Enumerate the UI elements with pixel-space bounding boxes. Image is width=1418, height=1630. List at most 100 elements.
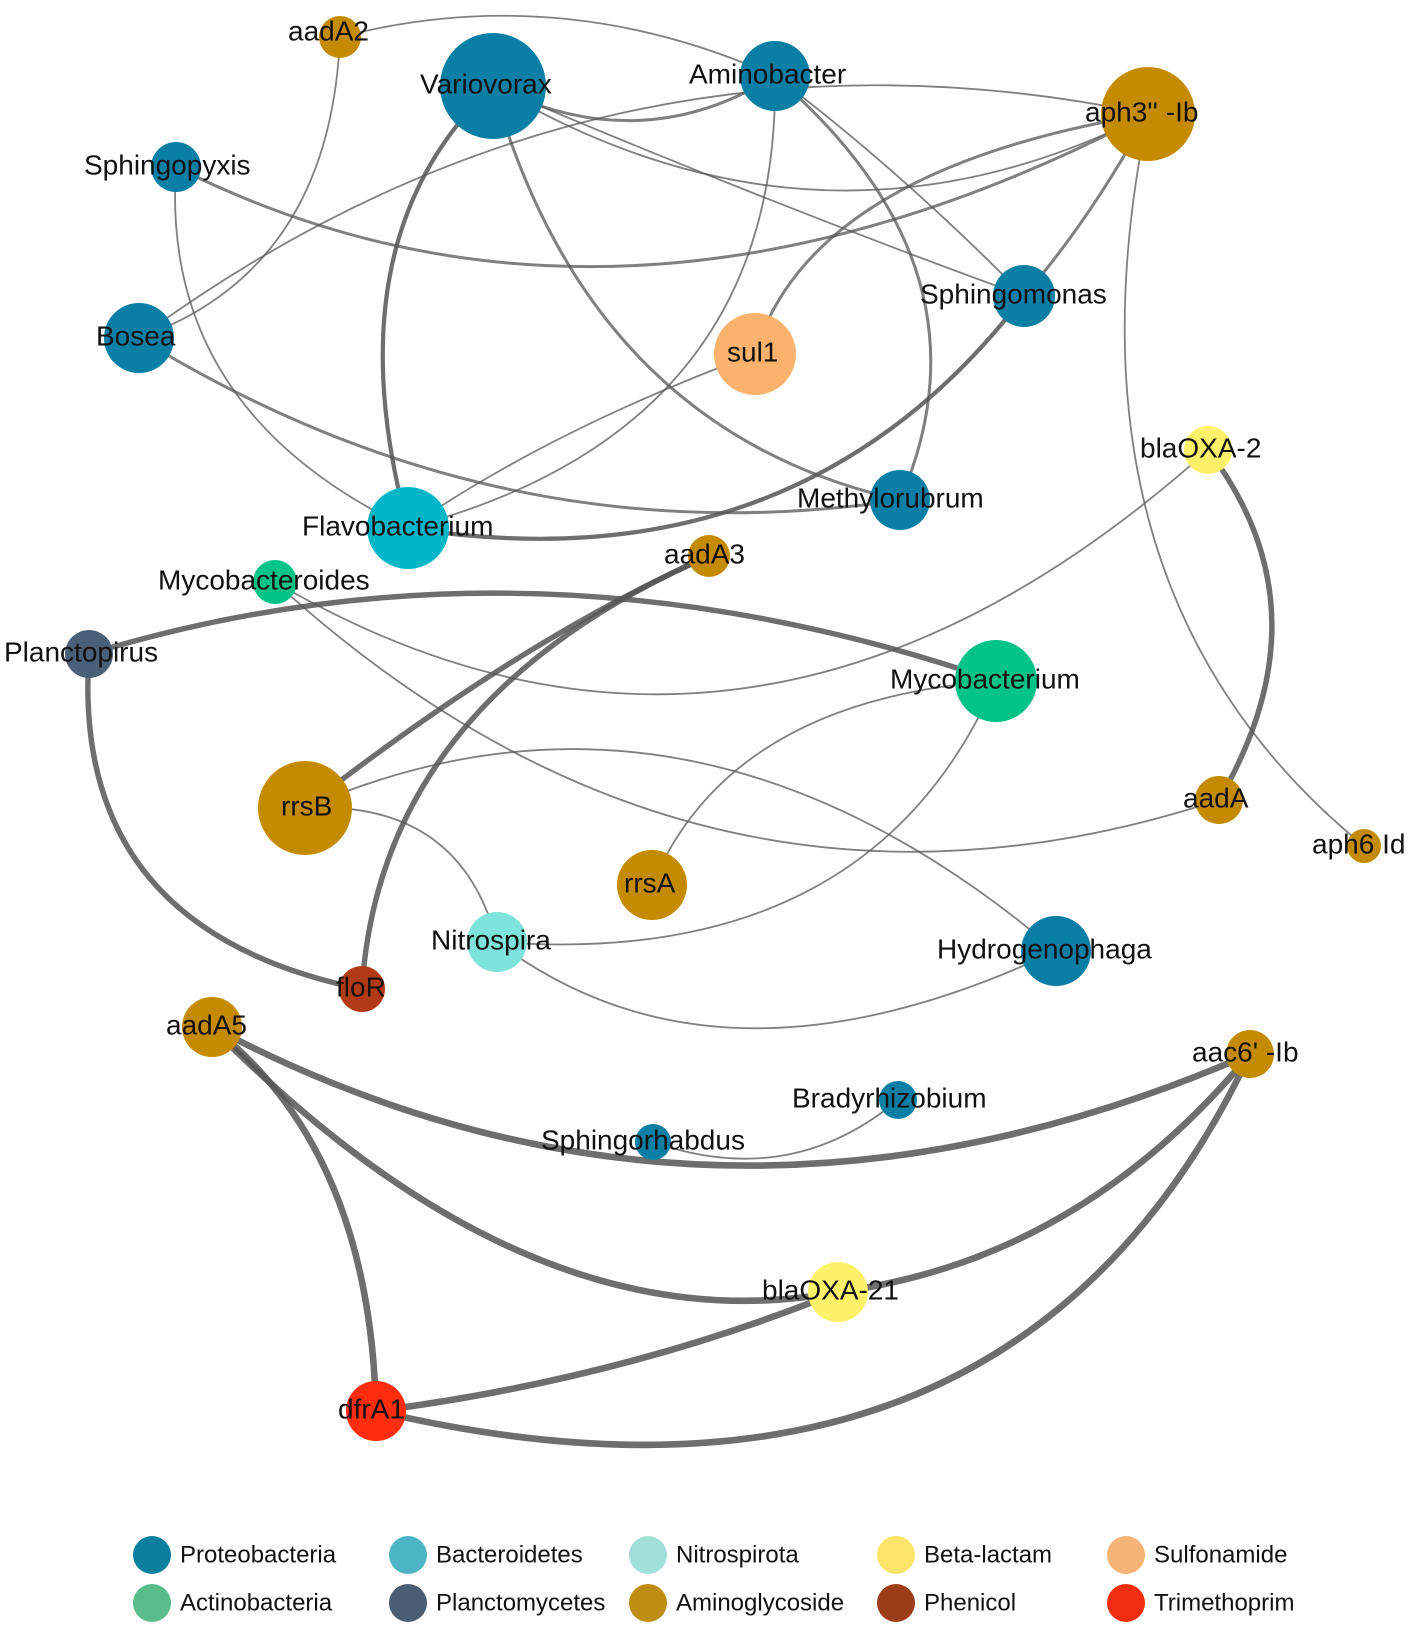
edge-Planctopirus-floR — [85, 651, 365, 992]
edge-Mycobacterium-rrsA — [651, 680, 997, 886]
edge-Variovorax-aph3 — [492, 85, 1149, 192]
node-label-Nitrospira: Nitrospira — [431, 924, 551, 955]
legend-label-proteobacteria: Proteobacteria — [180, 1541, 337, 1568]
node-label-dfrA1: dfrA1 — [338, 1393, 405, 1424]
edge-Bosea-Methylorubrum — [137, 336, 902, 515]
edge-Variovorax-Flavobacterium — [380, 83, 496, 531]
node-label-Mycobacterium: Mycobacterium — [890, 663, 1080, 694]
edge-Planctopirus-Mycobacterium — [86, 590, 999, 684]
legend-swatch-planctomycetes — [389, 1584, 427, 1622]
legend-item-phenicol: Phenicol — [877, 1584, 1016, 1622]
legend-swatch-phenicol — [877, 1584, 915, 1622]
edge-Variovorax-Sphingomonas — [492, 85, 1025, 297]
node-Sphingopyxis — [151, 142, 201, 192]
edge-Mycobacteroides-aadA — [274, 581, 1220, 853]
legend-item-trimethoprim: Trimethoprim — [1107, 1584, 1294, 1622]
edge-Aminobacter-Flavobacterium — [407, 75, 776, 529]
legend-swatch-sulfonamide — [1107, 1536, 1145, 1574]
node-label-rrsB: rrsB — [281, 790, 332, 821]
edge-sul1-aph3 — [753, 112, 1150, 356]
node-label-blaOXA2: blaOXA-2 — [1140, 432, 1261, 463]
node-aadA3 — [688, 535, 730, 577]
node-Variovorax — [440, 33, 546, 139]
edge-Sphingopyxis-Flavobacterium — [174, 166, 409, 529]
legend-label-sulfonamide: Sulfonamide — [1154, 1541, 1287, 1568]
legend-item-proteobacteria: Proteobacteria — [133, 1536, 337, 1574]
node-blaOXA21 — [808, 1262, 868, 1322]
node-dfrA1 — [346, 1381, 406, 1441]
legend-label-nitrospirota: Nitrospirota — [676, 1541, 799, 1568]
legend-label-trimethoprim: Trimethoprim — [1154, 1589, 1294, 1616]
edge-Variovorax-Methylorubrum — [491, 84, 902, 502]
node-label-Bosea: Bosea — [96, 320, 176, 351]
edge-aac6-dfrA1 — [372, 1050, 1254, 1449]
legend-label-actinobacteria: Actinobacteria — [180, 1589, 333, 1616]
edge-aadA5-aac6 — [208, 1023, 1254, 1169]
node-label-Sphingopyxis: Sphingopyxis — [84, 149, 251, 180]
legend: Proteobacteria Bacteroidetes Nitrospirota B… — [133, 1536, 1294, 1622]
edge-rrsB-Hydrogenophaga — [304, 748, 1057, 952]
node-Methylorubrum — [870, 470, 930, 530]
node-Aminobacter — [740, 41, 810, 111]
node-label-aadA2: aadA2 — [288, 15, 369, 46]
node-label-rrsA: rrsA — [624, 867, 676, 898]
legend-swatch-nitrospirota — [629, 1536, 667, 1574]
legend-label-planctomycetes: Planctomycetes — [436, 1589, 605, 1616]
edge-Mycobacterium-Nitrospira — [496, 680, 997, 946]
edge-blaOXA21-dfrA1 — [372, 1288, 842, 1415]
legend-swatch-beta_lactam — [877, 1536, 915, 1574]
edge-Sphingopyxis-aph3 — [174, 112, 1150, 269]
node-label-Hydrogenophaga: Hydrogenophaga — [937, 933, 1152, 964]
legend-item-nitrospirota: Nitrospirota — [629, 1536, 799, 1574]
legend-swatch-actinobacteria — [133, 1584, 171, 1622]
node-aac6 — [1226, 1030, 1274, 1078]
edge-Sphingomonas-Flavobacterium — [405, 293, 1027, 541]
nodes-layer — [65, 16, 1381, 1441]
legend-swatch-trimethoprim — [1107, 1584, 1145, 1622]
node-aph6 — [1347, 829, 1381, 863]
legend-item-aminoglycoside: Aminoglycoside — [629, 1584, 844, 1622]
edge-sul1-Flavobacterium — [407, 353, 756, 529]
node-Mycobacteroides — [253, 560, 297, 604]
legend-item-actinobacteria: Actinobacteria — [133, 1584, 333, 1622]
node-label-Planctopirus: Planctopirus — [4, 636, 158, 667]
legend-swatch-bacteroidetes — [389, 1536, 427, 1574]
node-label-Sphingorhabdus: Sphingorhabdus — [541, 1124, 745, 1155]
node-Hydrogenophaga — [1021, 916, 1091, 986]
node-rrsB — [258, 761, 352, 855]
node-label-aac6: aac6' -Ib — [1192, 1036, 1299, 1067]
node-label-sul1: sul1 — [727, 336, 778, 367]
node-aph3 — [1101, 67, 1195, 161]
edge-aac6-blaOXA21 — [834, 1050, 1254, 1296]
node-Nitrospira — [467, 912, 527, 972]
node-label-floR: floR — [336, 971, 386, 1002]
node-label-Aminobacter: Aminobacter — [689, 58, 846, 89]
edge-Bosea-aph3 — [138, 84, 1149, 339]
node-label-aph3: aph3'' -Ib — [1085, 96, 1198, 127]
node-aadA2 — [319, 16, 361, 58]
edge-aadA5-blaOXA21 — [208, 1023, 842, 1305]
node-Sphingomonas — [993, 265, 1055, 327]
legend-item-planctomycetes: Planctomycetes — [389, 1584, 605, 1622]
edge-Aminobacter-Methylorubrum — [773, 74, 933, 502]
node-label-blaOXA21: blaOXA-21 — [762, 1274, 899, 1305]
edge-Sphingorhabdus-Bradyrhizobium — [652, 1099, 899, 1160]
node-label-aadA: aadA — [1183, 782, 1249, 813]
node-rrsA — [617, 850, 687, 920]
edge-aph3-aph6 — [1123, 113, 1365, 847]
node-label-aph6: aph6 Id — [1312, 828, 1405, 859]
legend-label-bacteroidetes: Bacteroidetes — [436, 1541, 583, 1568]
node-sul1 — [714, 313, 796, 395]
legend-item-bacteroidetes: Bacteroidetes — [389, 1536, 583, 1574]
node-label-Variovorax: Variovorax — [420, 68, 552, 99]
node-label-Sphingomonas: Sphingomonas — [920, 278, 1107, 309]
node-blaOXA2 — [1184, 426, 1232, 474]
legend-swatch-proteobacteria — [133, 1536, 171, 1574]
legend-item-beta_lactam: Beta-lactam — [877, 1536, 1052, 1574]
node-aadA5 — [182, 997, 242, 1057]
node-label-Flavobacterium: Flavobacterium — [302, 510, 493, 541]
node-label-Bradyrhizobium: Bradyrhizobium — [792, 1082, 987, 1113]
legend-swatch-aminoglycoside — [629, 1584, 667, 1622]
